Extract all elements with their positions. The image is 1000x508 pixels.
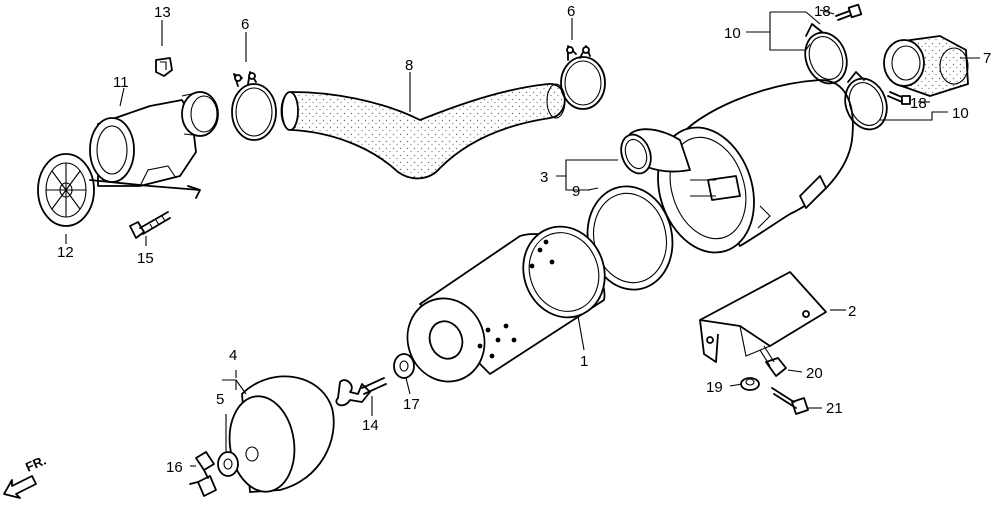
- mounting-bracket: [699, 271, 827, 363]
- callout-12: 12: [57, 244, 74, 261]
- callout-11: 11: [113, 74, 129, 91]
- hose-clamp-left: [231, 71, 277, 141]
- air-cleaner-case: [620, 79, 854, 254]
- callout-6-right: 6: [567, 3, 575, 20]
- callout-18-upper: 18: [814, 3, 831, 20]
- hose-clamp-right: [560, 45, 606, 110]
- bolt-15: [129, 211, 171, 239]
- bolt-20: [759, 345, 787, 377]
- callout-21: 21: [826, 400, 843, 417]
- nut-19: [740, 377, 760, 391]
- callout-labels: 13 6 11 12 15 8 6 10 18 7 18 10 3 9 2 1 …: [57, 3, 991, 476]
- front-direction-arrow: FR.: [3, 453, 48, 499]
- band-clamp-lower: [844, 71, 911, 131]
- callout-15: 15: [137, 250, 154, 267]
- grommet-17: [393, 353, 415, 379]
- callout-20: 20: [806, 365, 823, 382]
- clip-16: [189, 451, 217, 497]
- connecting-boot: [883, 35, 969, 97]
- callout-19: 19: [706, 379, 723, 396]
- callout-17: 17: [403, 396, 420, 413]
- callout-7: 7: [983, 50, 991, 67]
- air-cleaner-cover: [228, 375, 335, 493]
- clip: [155, 57, 173, 77]
- direction-label: FR.: [23, 453, 48, 475]
- pre-cleaner-screen: [37, 153, 95, 227]
- intake-hose: [280, 83, 566, 180]
- callout-16: 16: [166, 459, 183, 476]
- intake-housing: [89, 91, 219, 199]
- callout-2: 2: [848, 303, 856, 320]
- callout-5: 5: [216, 391, 224, 408]
- band-clamp-upper: [804, 3, 863, 85]
- callout-3: 3: [540, 169, 548, 186]
- bolt-21: [771, 387, 809, 415]
- callout-1: 1: [580, 353, 588, 370]
- leader-lines: [65, 9, 980, 467]
- callout-6-left: 6: [241, 16, 249, 33]
- callout-13: 13: [154, 4, 171, 21]
- grommet-5: [217, 451, 239, 477]
- callout-4: 4: [229, 347, 237, 364]
- callout-14: 14: [362, 417, 379, 434]
- callout-18-lower: 18: [910, 95, 927, 112]
- wing-bolt: [335, 377, 387, 407]
- callout-8: 8: [405, 57, 413, 74]
- callout-10-lower: 10: [952, 105, 969, 122]
- filter-element: [406, 225, 606, 383]
- callout-9: 9: [572, 183, 580, 200]
- callout-10-upper: 10: [724, 25, 741, 42]
